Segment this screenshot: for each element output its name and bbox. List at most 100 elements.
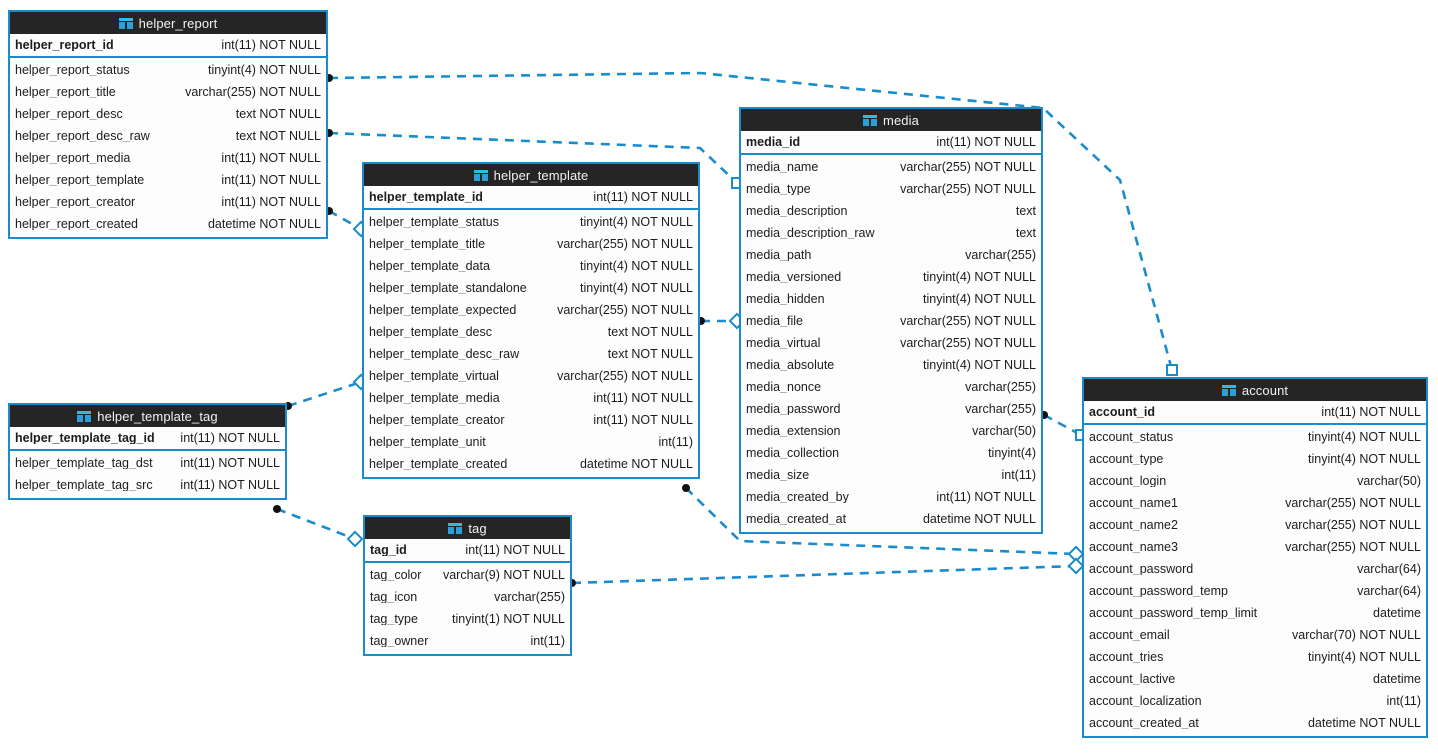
table-header-account[interactable]: account xyxy=(1084,379,1426,401)
table-header-tag[interactable]: tag xyxy=(365,517,570,539)
column-name: helper_report_media xyxy=(15,151,131,165)
column-type: tinyint(4) NOT NULL xyxy=(580,258,693,273)
column-name: account_name2 xyxy=(1089,518,1178,532)
relation-tag-to-account[interactable] xyxy=(568,557,1085,587)
table-header-helper_report[interactable]: helper_report xyxy=(10,12,326,34)
relation-media-to-account[interactable] xyxy=(1040,411,1087,441)
table-title: media xyxy=(883,112,919,128)
column-name: tag_icon xyxy=(370,590,418,604)
table-header-helper_template_tag[interactable]: helper_template_tag xyxy=(10,405,285,427)
column-type: text xyxy=(1015,225,1036,240)
relation-helper_template_expected-to-media[interactable] xyxy=(697,312,746,330)
column-name: media_description_raw xyxy=(746,226,875,240)
column-type: text NOT NULL xyxy=(607,346,693,361)
column-name: media_description xyxy=(746,204,848,218)
column-name: helper_report_title xyxy=(15,85,116,99)
column-name: media_created_at xyxy=(746,512,847,526)
column-type: int(11) NOT NULL xyxy=(465,542,565,557)
column-row[interactable]: media_description_raw text xyxy=(741,222,1041,244)
column-type: datetime NOT NULL xyxy=(207,216,321,231)
column-type: varchar(255) NOT NULL xyxy=(900,159,1036,174)
column-name: helper_template_id xyxy=(369,190,483,204)
table-header-media[interactable]: media xyxy=(741,109,1041,131)
column-type: int(11) NOT NULL xyxy=(180,430,280,445)
table-header-helper_template[interactable]: helper_template xyxy=(364,164,698,186)
column-type: int(11) NOT NULL xyxy=(936,134,1036,149)
column-type: int(11) NOT NULL xyxy=(593,412,693,427)
relation-helper_template_tag-to-helper_template[interactable] xyxy=(284,373,370,410)
relation-line xyxy=(571,564,1077,585)
relation-helper_template_tag-to-tag[interactable] xyxy=(273,505,364,548)
